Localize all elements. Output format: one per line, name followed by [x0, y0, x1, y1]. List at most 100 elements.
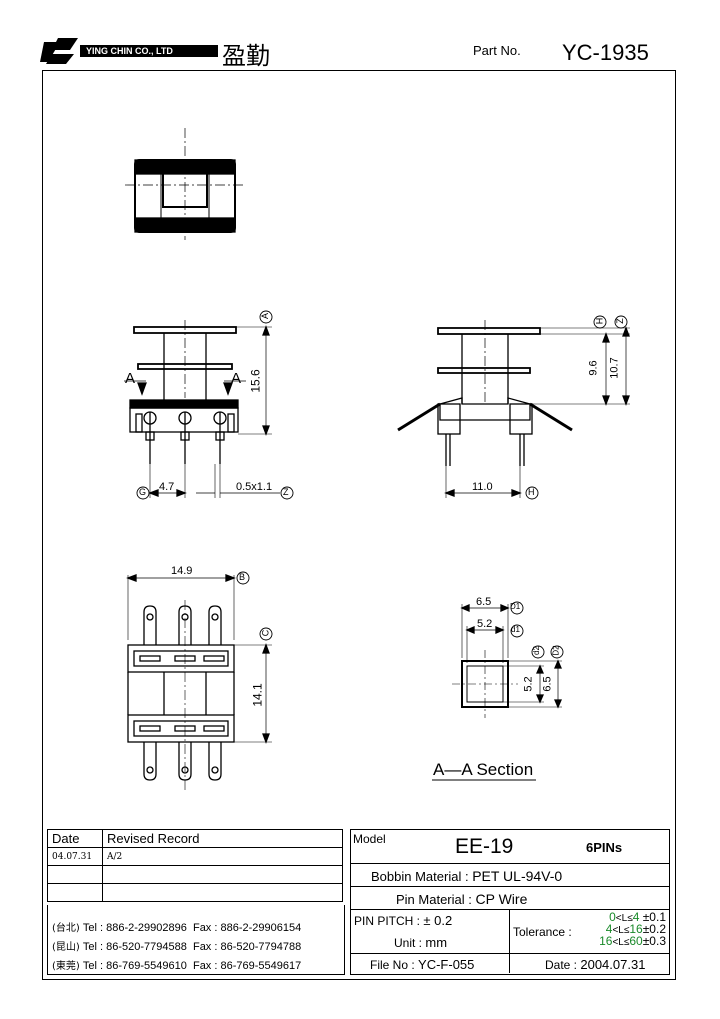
- callout-circles: [136, 310, 628, 659]
- tolerance-value: ±0.3: [642, 934, 666, 948]
- company-logo-icon: [40, 38, 78, 64]
- contact-fax: Fax : 86-769-5549617: [192, 960, 302, 972]
- front-view: [124, 320, 280, 498]
- pin-material-label: Pin Material :: [396, 892, 472, 907]
- callout-label: B: [239, 572, 246, 582]
- tolerance-high: 16: [629, 922, 643, 936]
- contact-row: (昆山) Tel : 86-520-7794588 Fax : 86-520-7…: [52, 938, 301, 953]
- tolerance-row: 0<L≤4 ±0.1: [566, 911, 666, 925]
- pin-pitch-row: PIN PITCH : ± 0.2: [354, 913, 452, 928]
- unit-label: Unit :: [394, 936, 423, 950]
- contact-fax: Fax : 886-2-29906154: [192, 922, 302, 934]
- tolerance-low: 4: [605, 922, 613, 936]
- callout-label: G: [139, 487, 147, 497]
- pin-material-row: Pin Material : CP Wire: [396, 891, 527, 907]
- revision-record: A/2: [102, 847, 343, 866]
- callout-label: D2: [551, 645, 561, 656]
- dim-section-inner-v: 5.2: [522, 676, 535, 692]
- tolerance-high: 4: [632, 910, 640, 924]
- section-title: A—A Section: [433, 760, 534, 779]
- bobbin-material-label: Bobbin Material :: [371, 869, 469, 884]
- pin-material-value: CP Wire: [475, 891, 528, 907]
- company-name-cn: 盈勤: [222, 42, 270, 70]
- section-mark-left: A: [125, 370, 136, 387]
- model-label: Model: [353, 832, 386, 846]
- dim-section-inner: 5.2: [477, 618, 493, 630]
- contact-tel: Tel : 886-2-29902896: [82, 922, 187, 934]
- callout-label: d2: [531, 646, 541, 655]
- divider: [350, 863, 669, 864]
- revision-date-header: Date: [47, 829, 103, 848]
- bottom-view: [126, 574, 272, 790]
- part-number: YC-1935: [562, 40, 649, 65]
- callout-label: Z: [283, 487, 289, 497]
- contact-row: (台北) Tel : 886-2-29902896 Fax : 886-2-29…: [52, 919, 301, 934]
- contact-fax: Fax : 86-520-7794788: [192, 941, 302, 953]
- contact-tel: Tel : 86-520-7794588: [82, 941, 187, 953]
- date-row: Date : 2004.07.31: [545, 957, 645, 972]
- table-row: 04.07.31 A/2: [47, 847, 343, 866]
- company-name-bar: YING CHIN CO., LTD: [80, 45, 218, 57]
- section-view: [432, 604, 562, 781]
- contacts-box: [47, 905, 345, 975]
- revision-date: [47, 883, 103, 902]
- revision-record: [102, 883, 343, 902]
- callout-label: Z: [614, 318, 625, 324]
- callout-label: d1: [511, 625, 520, 634]
- file-no-value: YC-F-055: [418, 957, 475, 972]
- callout-label: A: [260, 312, 271, 320]
- dim-front-height: 15.6: [248, 369, 263, 393]
- dim-side-h1: 9.6: [587, 360, 600, 376]
- dim-side-h2: 10.7: [608, 357, 621, 379]
- revision-header-row: Date Revised Record: [47, 829, 343, 848]
- section-mark-right: A: [231, 370, 242, 387]
- tolerance-low: 0: [609, 910, 616, 924]
- dim-pin-pitch: 4.7: [159, 481, 175, 493]
- drawing-frame: [42, 70, 676, 980]
- unit-value: mm: [425, 935, 448, 950]
- table-row: [47, 883, 343, 902]
- revision-record: [102, 865, 343, 884]
- table-row: [47, 865, 343, 884]
- model-value: EE-19: [455, 835, 514, 858]
- contact-city: (昆山): [52, 942, 80, 953]
- divider: [509, 909, 510, 973]
- revision-date: [47, 865, 103, 884]
- contact-tel: Tel : 86-769-5549610: [82, 960, 187, 972]
- tolerance-op: <L≤: [612, 937, 630, 948]
- unit-row: Unit : mm: [394, 935, 447, 950]
- tolerance-value: ±0.1: [642, 910, 666, 924]
- part-no-label: Part No.: [473, 43, 521, 58]
- tolerance-row: 4<L≤16±0.2: [566, 923, 666, 937]
- callout-label: H: [528, 487, 535, 497]
- tolerance-op: <L≤: [612, 925, 630, 936]
- date-label: Date :: [545, 958, 578, 972]
- contact-row: (東莞) Tel : 86-769-5549610 Fax : 86-769-5…: [52, 957, 301, 972]
- file-no-label: File No :: [370, 958, 415, 972]
- dim-bottom-height: 14.1: [250, 683, 265, 707]
- tolerance-op: <L≤: [615, 913, 633, 924]
- divider: [350, 886, 669, 887]
- dim-bottom-width: 14.9: [171, 565, 193, 577]
- revision-date: 04.07.31: [47, 847, 103, 866]
- top-view: [125, 128, 245, 240]
- pin-pitch-value: ± 0.2: [423, 913, 453, 928]
- file-no-row: File No : YC-F-055: [370, 957, 474, 972]
- dim-section-outer-v: 6.5: [541, 676, 554, 692]
- bobbin-material-value: PET UL-94V-0: [472, 868, 563, 884]
- tolerance-label: Tolerance :: [513, 925, 572, 939]
- tolerance-value: ±0.2: [642, 922, 666, 936]
- revision-table: Date Revised Record 04.07.31 A/2: [47, 829, 343, 902]
- company-name-en: YING CHIN CO., LTD: [86, 46, 173, 56]
- contact-city: (台北): [52, 923, 80, 934]
- pin-count: 6PINs: [586, 840, 623, 855]
- dim-section-outer: 6.5: [476, 596, 492, 608]
- callout-label: H: [594, 317, 605, 325]
- pin-pitch-label: PIN PITCH :: [354, 914, 421, 928]
- callout-label: D1: [510, 602, 521, 611]
- bobbin-material-row: Bobbin Material : PET UL-94V-0: [371, 868, 562, 884]
- callout-label: C: [260, 629, 271, 637]
- tolerance-low: 16: [599, 934, 613, 948]
- dim-pin-size: 0.5x1.1: [236, 481, 273, 493]
